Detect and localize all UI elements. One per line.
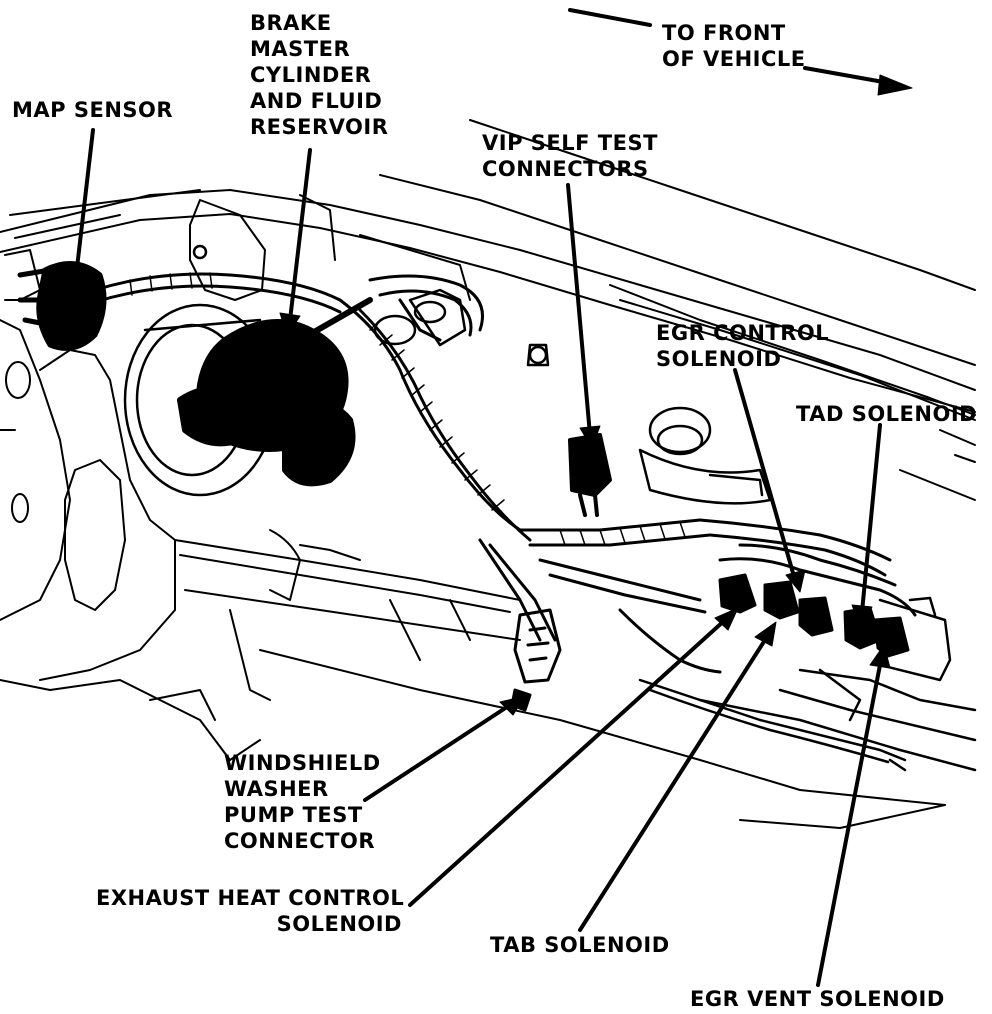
label-to-front-of-vehicle: TO FRONT OF VEHICLE <box>662 20 806 72</box>
label-line: TAD SOLENOID <box>796 402 978 426</box>
label-line: BRAKE <box>250 11 332 35</box>
label-line: WINDSHIELD <box>224 751 381 775</box>
label-exhaust-heat-control-solenoid: EXHAUST HEAT CONTROL SOLENOID <box>96 885 405 937</box>
label-line: PUMP TEST <box>224 803 363 827</box>
washer-connector <box>512 610 560 710</box>
inner-fender <box>0 350 260 760</box>
label-line: RESERVOIR <box>250 115 389 139</box>
reservoir-cap <box>640 408 770 503</box>
label-line: TAB SOLENOID <box>490 933 670 957</box>
label-line: SOLENOID <box>656 347 782 371</box>
label-line: OF VEHICLE <box>662 47 806 71</box>
label-line: MASTER <box>250 37 351 61</box>
label-line: WASHER <box>224 777 329 801</box>
label-vip-self-test-connectors: VIP SELF TEST CONNECTORS <box>482 130 658 182</box>
label-line: VIP SELF TEST <box>482 131 658 155</box>
label-line: CONNECTORS <box>482 157 649 181</box>
label-line: TO FRONT <box>662 21 786 45</box>
label-line: CYLINDER <box>250 63 372 87</box>
label-map-sensor: MAP SENSOR <box>12 97 173 123</box>
label-line: SOLENOID <box>276 912 402 936</box>
mounting-plate <box>640 598 975 770</box>
leader-lines <box>65 130 890 985</box>
vip-connector <box>570 435 610 515</box>
map-sensor <box>20 264 104 349</box>
label-line: EGR VENT SOLENOID <box>690 987 945 1011</box>
label-line: CONNECTOR <box>224 829 376 853</box>
label-tab-solenoid: TAB SOLENOID <box>490 932 670 958</box>
label-line: EXHAUST HEAT CONTROL <box>96 886 405 910</box>
label-egr-vent-solenoid: EGR VENT SOLENOID <box>690 986 945 1012</box>
label-brake-master-cylinder: BRAKE MASTER CYLINDER AND FLUID RESERVOI… <box>250 10 388 140</box>
label-egr-control-solenoid: EGR CONTROL SOLENOID <box>656 320 829 372</box>
label-line: MAP SENSOR <box>12 98 174 122</box>
label-windshield-washer-pump-test-connector: WINDSHIELD WASHER PUMP TEST CONNECTOR <box>224 750 381 854</box>
front-arrow <box>570 10 912 95</box>
label-line: EGR CONTROL <box>656 321 830 345</box>
label-tad-solenoid: TAD SOLENOID <box>796 401 977 427</box>
master-cylinder <box>180 300 370 483</box>
cowl-lines <box>175 530 945 828</box>
top-connectors <box>192 244 548 365</box>
label-line: AND FLUID <box>250 89 383 113</box>
